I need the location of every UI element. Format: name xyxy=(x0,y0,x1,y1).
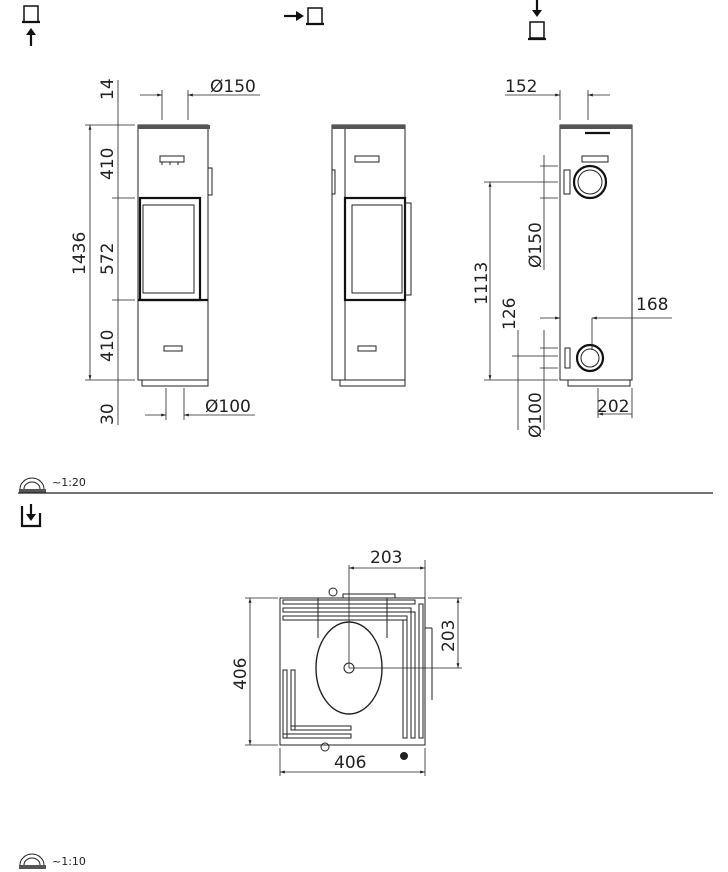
dim-total-height: 1436 xyxy=(70,232,90,275)
dim-flue-offset: 152 xyxy=(505,77,537,97)
rear-view xyxy=(484,90,672,430)
scale-label-top: ~1:20 xyxy=(52,476,86,489)
scale-icon xyxy=(19,853,46,869)
dim-upper-section: 410 xyxy=(98,148,118,180)
dim-plan-center-y: 203 xyxy=(439,620,459,652)
front-view xyxy=(85,80,260,425)
dim-inlet-height: 126 xyxy=(500,298,520,330)
top-view-icon xyxy=(20,504,42,528)
dim-air-inlet-diameter: Ø100 xyxy=(205,397,251,417)
dim-flue-diameter: Ø150 xyxy=(210,77,256,97)
dim-plan-center-x: 203 xyxy=(370,548,402,568)
dim-inlet-offset: 168 xyxy=(636,295,668,315)
plan-view xyxy=(245,560,462,776)
dim-lower-section: 410 xyxy=(98,330,118,362)
dim-rear-flue-diameter: Ø150 xyxy=(526,222,546,268)
rear-view-icon xyxy=(528,0,546,41)
scale-label-bottom: ~1:10 xyxy=(52,855,86,868)
dim-plan-width: 406 xyxy=(334,753,366,773)
front-view-icon xyxy=(22,5,40,46)
dim-flue-height: 1113 xyxy=(472,262,492,305)
dim-door-section: 572 xyxy=(98,243,118,275)
dim-rear-air-inlet-diameter: Ø100 xyxy=(526,392,546,438)
dim-base: 30 xyxy=(98,403,118,425)
scale-icon xyxy=(19,477,46,493)
side-view-icon xyxy=(284,7,324,26)
side-view xyxy=(331,124,412,387)
dim-inlet-depth: 202 xyxy=(597,397,629,417)
dim-top-cap: 14 xyxy=(98,78,118,100)
dim-plan-depth: 406 xyxy=(231,658,251,690)
